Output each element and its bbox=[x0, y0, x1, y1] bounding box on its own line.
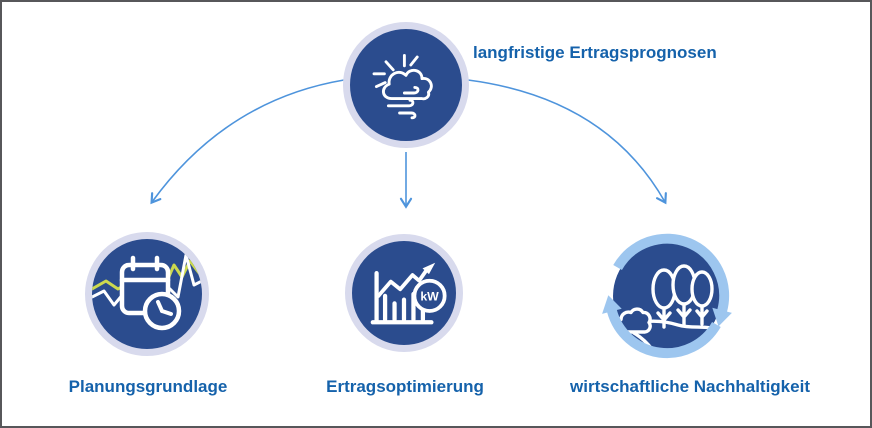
root-label: langfristige Ertragsprognosen bbox=[473, 43, 717, 62]
node-ertragsprognosen bbox=[343, 22, 469, 148]
cycle-arrowhead-left bbox=[602, 295, 622, 314]
label-ertragsoptimierung: Ertragsoptimierung bbox=[326, 377, 484, 396]
bar-chart-growth-icon: kW bbox=[370, 262, 447, 325]
arrow-root-to-right bbox=[467, 79, 667, 205]
node-ertragsoptimierung: kW bbox=[345, 234, 463, 352]
arrowhead bbox=[422, 262, 436, 275]
trees-landscape-cycle-icon bbox=[602, 233, 732, 359]
arrow-root-to-left bbox=[150, 79, 345, 205]
label-nachhaltigkeit: wirtschaftliche Nachhaltigkeit bbox=[570, 377, 810, 396]
cycle-arrowhead-right bbox=[712, 307, 732, 327]
kw-badge-circle bbox=[412, 278, 447, 313]
tree-canopy bbox=[690, 270, 714, 308]
node-planungsgrundlage bbox=[85, 232, 209, 356]
path-line bbox=[632, 331, 660, 349]
label-planungsgrundlage: Planungsgrundlage bbox=[68, 377, 228, 396]
cloud-sun-wind-icon bbox=[372, 53, 433, 120]
calendar-clock-trend-icon bbox=[92, 253, 202, 331]
node-nachhaltigkeit bbox=[600, 229, 734, 363]
kw-badge-text: kW bbox=[420, 290, 439, 304]
cycle-arrows bbox=[607, 233, 730, 359]
